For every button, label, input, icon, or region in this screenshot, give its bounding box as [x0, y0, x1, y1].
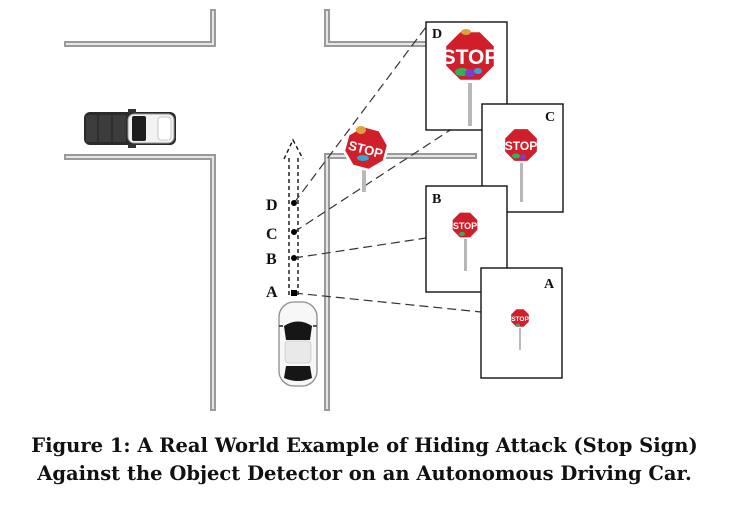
- panel-a-stop-text: STOP: [511, 316, 529, 323]
- autonomous-car: [278, 301, 318, 387]
- point-label-d: D: [266, 197, 278, 214]
- point-c: [291, 229, 297, 235]
- trajectory-arrow: [283, 138, 304, 296]
- path-points: [291, 200, 297, 296]
- panel-label-b: B: [432, 192, 441, 207]
- point-a: [291, 290, 297, 296]
- figure-illustration: D C B A STOP D STOP C STOP: [64, 9, 564, 411]
- figure-caption: Figure 1: A Real World Example of Hiding…: [0, 432, 729, 488]
- panel-b-stop-text: STOP: [453, 221, 477, 231]
- panel-label-d: D: [432, 27, 442, 42]
- point-label-b: B: [266, 251, 277, 268]
- point-label-a: A: [266, 284, 278, 301]
- panel-d-stop-text: STOP: [442, 46, 499, 69]
- caption-line-2: Against the Object Detector on an Autono…: [37, 462, 692, 485]
- roadside-stop-sign: STOP: [339, 121, 393, 192]
- panel-a: A STOP: [480, 267, 563, 379]
- point-d: [291, 200, 297, 206]
- panel-label-c: C: [545, 110, 555, 125]
- point-b: [291, 255, 297, 261]
- caption-line-1: Figure 1: A Real World Example of Hiding…: [31, 434, 698, 457]
- road-edges: [64, 9, 477, 411]
- panel-c-stop-text: STOP: [505, 139, 537, 153]
- point-label-c: C: [266, 226, 278, 243]
- pickup-truck: [84, 109, 176, 148]
- panel-label-a: A: [544, 277, 555, 292]
